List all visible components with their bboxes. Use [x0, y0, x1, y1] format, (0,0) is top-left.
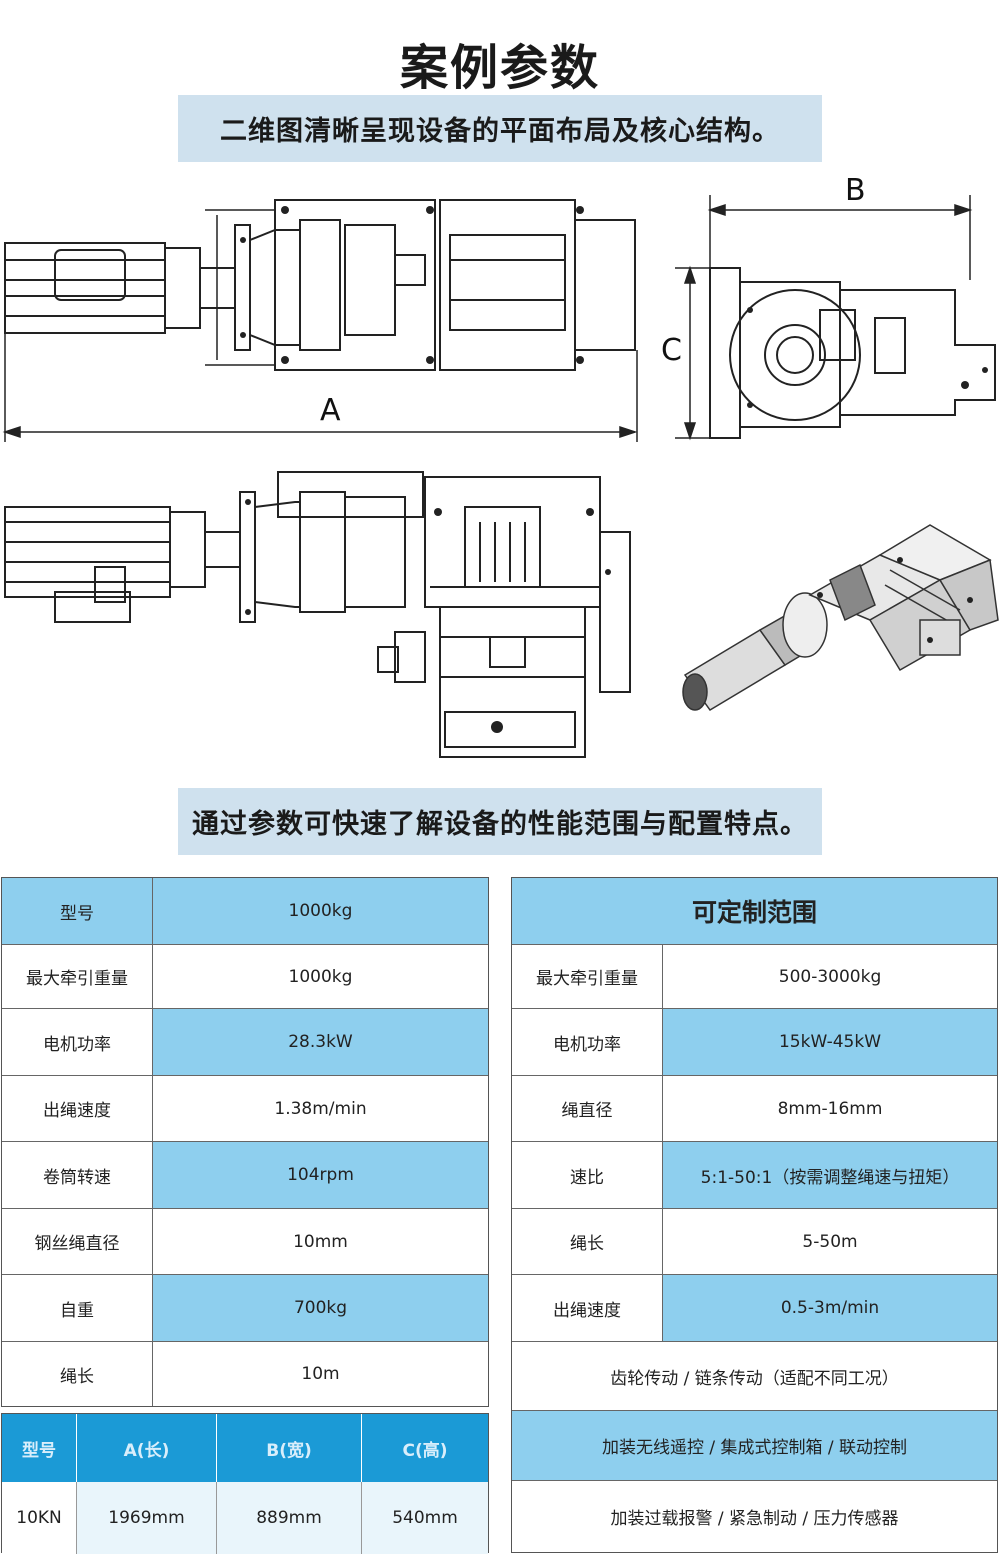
spec-label: 卷筒转速: [2, 1142, 153, 1208]
spec-value: 28.3kW: [153, 1009, 488, 1075]
dim-b-label: B: [845, 173, 866, 208]
custom-label: 电机功率: [512, 1009, 663, 1075]
table-row: 钢丝绳直径 10mm: [2, 1208, 488, 1274]
dimension-table: 型号 A(长) B(宽) C(高) 10KN 1969mm 889mm 540m…: [1, 1413, 489, 1554]
table-row: 最大牵引重量 500-3000kg: [512, 944, 997, 1008]
custom-value: 15kW-45kW: [663, 1009, 997, 1075]
header-model: 型号: [2, 1414, 77, 1482]
custom-range-table: 可定制范围 最大牵引重量 500-3000kg 电机功率 15kW-45kW 绳…: [511, 877, 998, 1553]
custom-value: 5-50m: [802, 1231, 858, 1252]
header-length: A(长): [77, 1414, 217, 1482]
table-row: 最大牵引重量 1000kg: [2, 944, 488, 1008]
side-view-drawing: B C: [661, 173, 996, 441]
custom-value: 5:1-50:1（按需调整绳速与扭矩）: [663, 1142, 997, 1208]
spec-label: 型号: [2, 878, 153, 944]
table-row: 自重 700kg: [2, 1274, 488, 1341]
custom-label: 绳直径: [512, 1076, 663, 1141]
custom-label: 速比: [512, 1142, 663, 1208]
table-row: 绳长 5-50m: [512, 1208, 997, 1274]
spec-table: 型号 1000kg 最大牵引重量 1000kg 电机功率 28.3kW 出绳速度…: [1, 877, 489, 1407]
plan-view-drawing: A: [2, 199, 638, 442]
custom-range-title: 可定制范围: [512, 878, 997, 944]
spec-label: 最大牵引重量: [2, 945, 153, 1008]
table-row: 绳长 10m: [2, 1341, 488, 1406]
table-row: 电机功率 28.3kW: [2, 1008, 488, 1075]
spec-value: 104rpm: [153, 1142, 488, 1208]
spec-value: 1.38m/min: [274, 1098, 367, 1119]
front-view-drawing: [4, 471, 631, 758]
table-row: 绳直径 8mm-16mm: [512, 1075, 997, 1141]
spec-value: 1000kg: [288, 966, 353, 987]
table-row: 出绳速度 1.38m/min: [2, 1075, 488, 1141]
custom-note: 加装无线遥控 / 集成式控制箱 / 联动控制: [512, 1411, 997, 1480]
spec-value: 700kg: [153, 1275, 488, 1341]
custom-value: 8mm-16mm: [777, 1098, 883, 1119]
header-width: B(宽): [217, 1414, 362, 1482]
spec-label: 自重: [2, 1275, 153, 1341]
table-row: 出绳速度 0.5-3m/min: [512, 1274, 997, 1341]
value-length: 1969mm: [77, 1482, 217, 1554]
table-row: 卷筒转速 104rpm: [2, 1141, 488, 1208]
table-row: 齿轮传动 / 链条传动（适配不同工况）: [512, 1341, 997, 1410]
custom-label: 绳长: [512, 1209, 663, 1274]
spec-value: 10mm: [293, 1231, 348, 1252]
page-title: 案例参数: [399, 40, 600, 96]
isometric-view-drawing: [682, 524, 999, 711]
spec-label: 出绳速度: [2, 1076, 153, 1141]
dim-c-label: C: [661, 333, 682, 368]
spec-value: 1000kg: [153, 878, 488, 944]
params-banner: 通过参数可快速了解设备的性能范围与配置特点。: [178, 788, 822, 855]
dim-a-label: A: [320, 393, 341, 428]
spec-label: 钢丝绳直径: [2, 1209, 153, 1274]
custom-label: 出绳速度: [512, 1275, 663, 1341]
custom-note: 齿轮传动 / 链条传动（适配不同工况）: [610, 1368, 899, 1389]
table-row: 加装过载报警 / 紧急制动 / 压力传感器: [512, 1480, 997, 1552]
table-row: 速比 5:1-50:1（按需调整绳速与扭矩）: [512, 1141, 997, 1208]
custom-label: 最大牵引重量: [512, 945, 663, 1008]
spec-value: 10m: [301, 1364, 340, 1384]
table-row: 加装无线遥控 / 集成式控制箱 / 联动控制: [512, 1410, 997, 1480]
value-width: 889mm: [217, 1482, 362, 1554]
value-model: 10KN: [2, 1482, 77, 1554]
value-height: 540mm: [362, 1482, 488, 1554]
dimension-table-header: 型号 A(长) B(宽) C(高): [2, 1414, 488, 1482]
header-height: C(高): [402, 1440, 448, 1461]
table-row: 可定制范围: [512, 878, 997, 944]
table-row: 电机功率 15kW-45kW: [512, 1008, 997, 1075]
spec-label: 绳长: [2, 1342, 153, 1406]
table-row: 10KN 1969mm 889mm 540mm: [2, 1482, 488, 1554]
custom-value: 0.5-3m/min: [663, 1275, 997, 1341]
spec-label: 电机功率: [2, 1009, 153, 1075]
custom-note: 加装过载报警 / 紧急制动 / 压力传感器: [610, 1509, 899, 1529]
table-row: 型号 1000kg: [2, 878, 488, 944]
custom-value: 500-3000kg: [778, 966, 882, 987]
intro-banner: 二维图清晰呈现设备的平面布局及核心结构。: [178, 95, 822, 162]
